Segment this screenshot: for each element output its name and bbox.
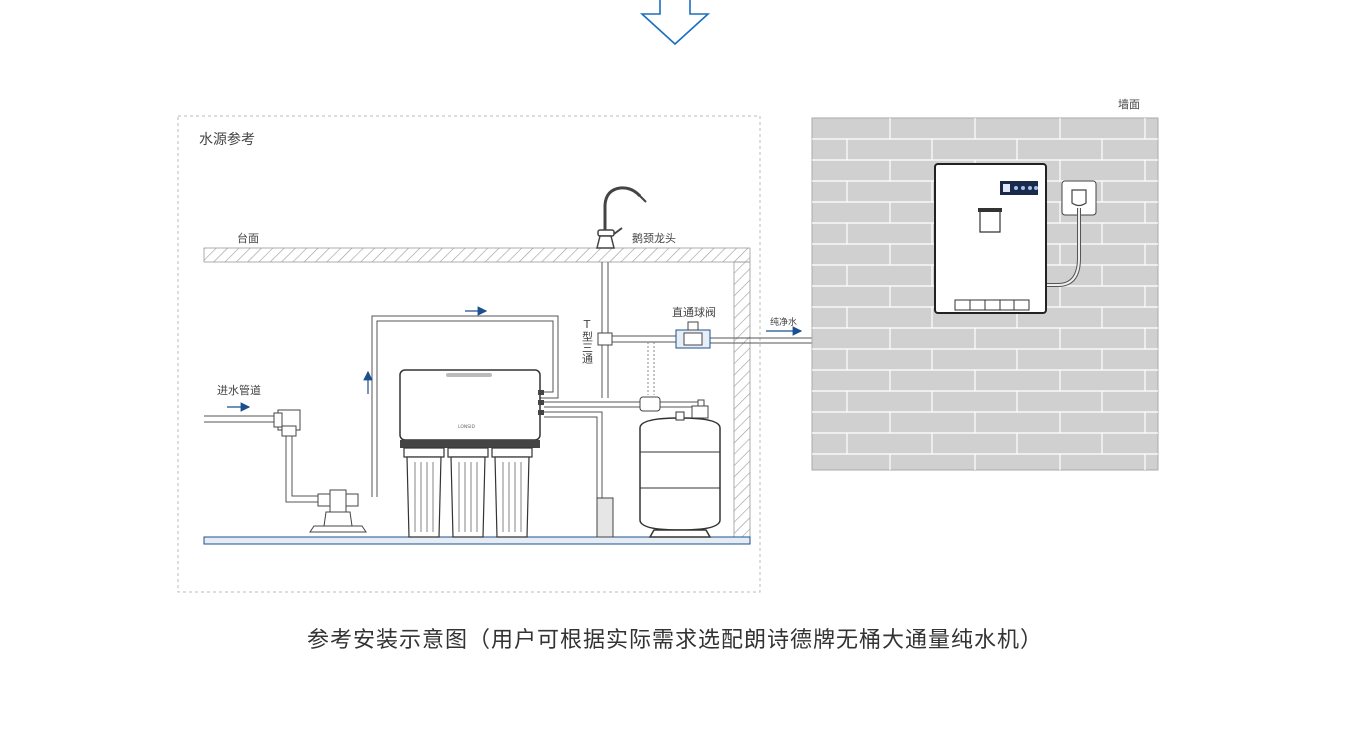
tank-valve [639,396,709,419]
tee-label: T型三通 [581,318,594,364]
inlet-label: 进水管道 [217,383,261,397]
tee-fitting [597,332,613,346]
ro-filter-unit: LONSID [399,369,544,538]
water-source-frame [177,115,761,593]
dispenser-nozzle-icon [979,209,1001,233]
pressure-valve [309,489,367,533]
dotted-connection [647,342,655,395]
counter-label: 台面 [237,231,259,245]
wall-label: 墙面 [1118,97,1140,111]
diagram-caption: 参考安装示意图（用户可根据实际需求选配朗诗德牌无桶大通量纯水机） [306,628,1043,653]
wall-water-purifier [934,163,1047,314]
tank-pipes [544,401,701,500]
down-arrow-icon [639,0,711,46]
inlet-valve [273,409,301,437]
cabinet-floor [203,536,751,545]
inlet-pipe [204,415,320,503]
brick-wall [811,117,1159,471]
drain-pipe [596,497,614,538]
counter-top [203,247,751,263]
ball-valve [675,321,711,349]
power-outlet [1046,180,1097,287]
faucet-pipe [601,262,609,398]
water-source-label: 水源参考 [199,131,255,148]
pressure-tank [639,411,721,538]
faucet-label: 鹅颈龙头 [632,231,676,245]
brand-mark: LONSID [458,424,475,430]
cabinet-side-wall [733,261,751,545]
gooseneck-faucet [596,186,647,249]
pure-water-label: 纯净水 [770,316,797,328]
ball-valve-label: 直通球阀 [672,305,716,319]
